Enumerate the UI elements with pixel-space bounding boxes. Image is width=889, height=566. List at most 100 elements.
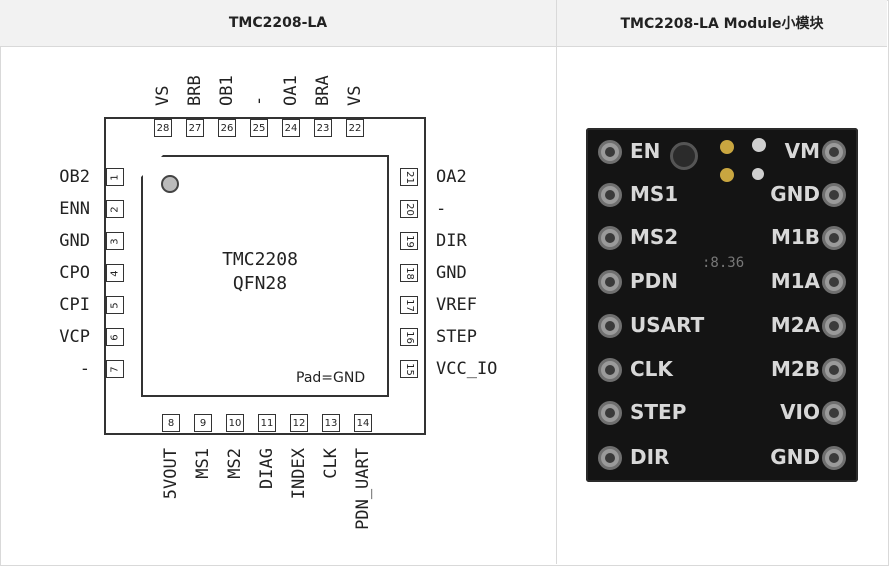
pin-number-bottom: 9: [194, 414, 212, 432]
pin-label-right: -: [436, 199, 447, 219]
pin-number-bottom: 8: [162, 414, 180, 432]
module-pad-left: [598, 183, 622, 207]
module-label-right: M2B: [770, 357, 820, 381]
chip-name-line1: TMC2208: [222, 249, 298, 270]
module-label-right: M1A: [770, 269, 820, 293]
pin-number-right: 19: [400, 232, 418, 250]
pin-number-bottom: 13: [322, 414, 340, 432]
board-gold-via: [720, 140, 734, 154]
pin-label-right: GND: [436, 263, 467, 283]
module-pad-left: [598, 401, 622, 425]
pin-number-top: 25: [250, 119, 268, 137]
module-label-left: CLK: [630, 357, 673, 381]
module-label-left: MS2: [630, 225, 679, 249]
module-label-left: EN: [630, 139, 661, 163]
pin-number-left: 1: [106, 168, 124, 186]
pin-label-bottom: MS2: [225, 448, 245, 479]
board-silver-via: [752, 168, 764, 180]
pad-note: Pad=GND: [296, 370, 366, 386]
module-label-right: M1B: [770, 225, 820, 249]
column-divider: [556, 0, 557, 564]
chip-name: TMC2208 QFN28: [200, 248, 320, 296]
pin1-marker-dot: [161, 175, 179, 193]
module-label-right: GND: [770, 182, 820, 206]
pin-number-top: 26: [218, 119, 236, 137]
module-pad-left: [598, 270, 622, 294]
module-pad-right: [822, 183, 846, 207]
module-label-left: MS1: [630, 182, 679, 206]
pin-label-right: VREF: [436, 295, 477, 315]
pin-number-left: 2: [106, 200, 124, 218]
pin-label-top: -: [249, 95, 269, 106]
pin-number-left: 7: [106, 360, 124, 378]
pin-number-bottom: 11: [258, 414, 276, 432]
pin-label-bottom: MS1: [193, 448, 213, 479]
pin-number-top: 24: [282, 119, 300, 137]
module-pad-left: [598, 358, 622, 382]
module-label-left: USART: [630, 313, 705, 337]
board-smd-component: [670, 142, 698, 170]
pin-label-right: OA2: [436, 167, 467, 187]
pin-label-right: STEP: [436, 327, 477, 347]
pin-label-bottom: DIAG: [257, 448, 277, 489]
pin-label-left: -: [79, 359, 90, 379]
module-label-right: VIO: [780, 400, 820, 424]
module-label-right: M2A: [770, 313, 820, 337]
pin-label-left: OB2: [59, 167, 90, 187]
pin-number-right: 15: [400, 360, 418, 378]
module-pad-left: [598, 226, 622, 250]
pin-number-left: 5: [106, 296, 124, 314]
pin-number-left: 3: [106, 232, 124, 250]
module-pad-right: [822, 358, 846, 382]
module-pad-left: [598, 314, 622, 338]
pin-label-top: BRA: [313, 75, 333, 106]
module-column-header: TMC2208-LA Module小模块: [557, 0, 887, 47]
pin-number-right: 18: [400, 264, 418, 282]
module-pad-right: [822, 270, 846, 294]
pin-label-top: VS: [345, 85, 365, 106]
pin-number-bottom: 12: [290, 414, 308, 432]
pin-number-bottom: 14: [354, 414, 372, 432]
pin-label-bottom: INDEX: [289, 448, 309, 500]
pin-label-top: OB1: [217, 75, 237, 106]
pin-label-left: VCP: [59, 327, 90, 347]
pin-label-right: DIR: [436, 231, 467, 251]
chip-column-header: TMC2208-LA: [0, 0, 557, 47]
module-label-left: PDN: [630, 269, 678, 293]
pin-label-right: VCC_IO: [436, 359, 498, 379]
pin-number-right: 17: [400, 296, 418, 314]
pin-label-left: ENN: [59, 199, 90, 219]
module-pad-right: [822, 140, 846, 164]
pin-label-bottom: PDN_UART: [353, 448, 373, 530]
pin-label-bottom: 5VOUT: [161, 448, 181, 500]
board-silver-via: [752, 138, 766, 152]
module-pad-right: [822, 226, 846, 250]
module-label-left: DIR: [630, 445, 670, 469]
module-pad-left: [598, 446, 622, 470]
module-label-right: GND: [770, 445, 820, 469]
pin-number-top: 27: [186, 119, 204, 137]
chip-die-outline: [141, 155, 389, 397]
pin-number-top: 28: [154, 119, 172, 137]
module-pad-left: [598, 140, 622, 164]
pin-label-bottom: CLK: [321, 448, 341, 479]
pin-label-left: CPI: [59, 295, 90, 315]
board-gold-via: [720, 168, 734, 182]
pin-label-top: VS: [153, 85, 173, 106]
pin-label-top: BRB: [185, 75, 205, 106]
pin-number-top: 22: [346, 119, 364, 137]
pin-number-left: 6: [106, 328, 124, 346]
pin-label-top: OA1: [281, 75, 301, 106]
pin-number-top: 23: [314, 119, 332, 137]
pin-number-right: 21: [400, 168, 418, 186]
chip-name-line2: QFN28: [232, 273, 288, 294]
module-pad-right: [822, 446, 846, 470]
pin-number-right: 20: [400, 200, 418, 218]
board-marking: :8.36: [702, 255, 745, 271]
module-pad-right: [822, 401, 846, 425]
pin-label-left: CPO: [59, 263, 90, 283]
pin-number-bottom: 10: [226, 414, 244, 432]
module-board-photo: [586, 128, 858, 482]
module-label-left: STEP: [630, 400, 687, 424]
pin-label-left: GND: [59, 231, 90, 251]
